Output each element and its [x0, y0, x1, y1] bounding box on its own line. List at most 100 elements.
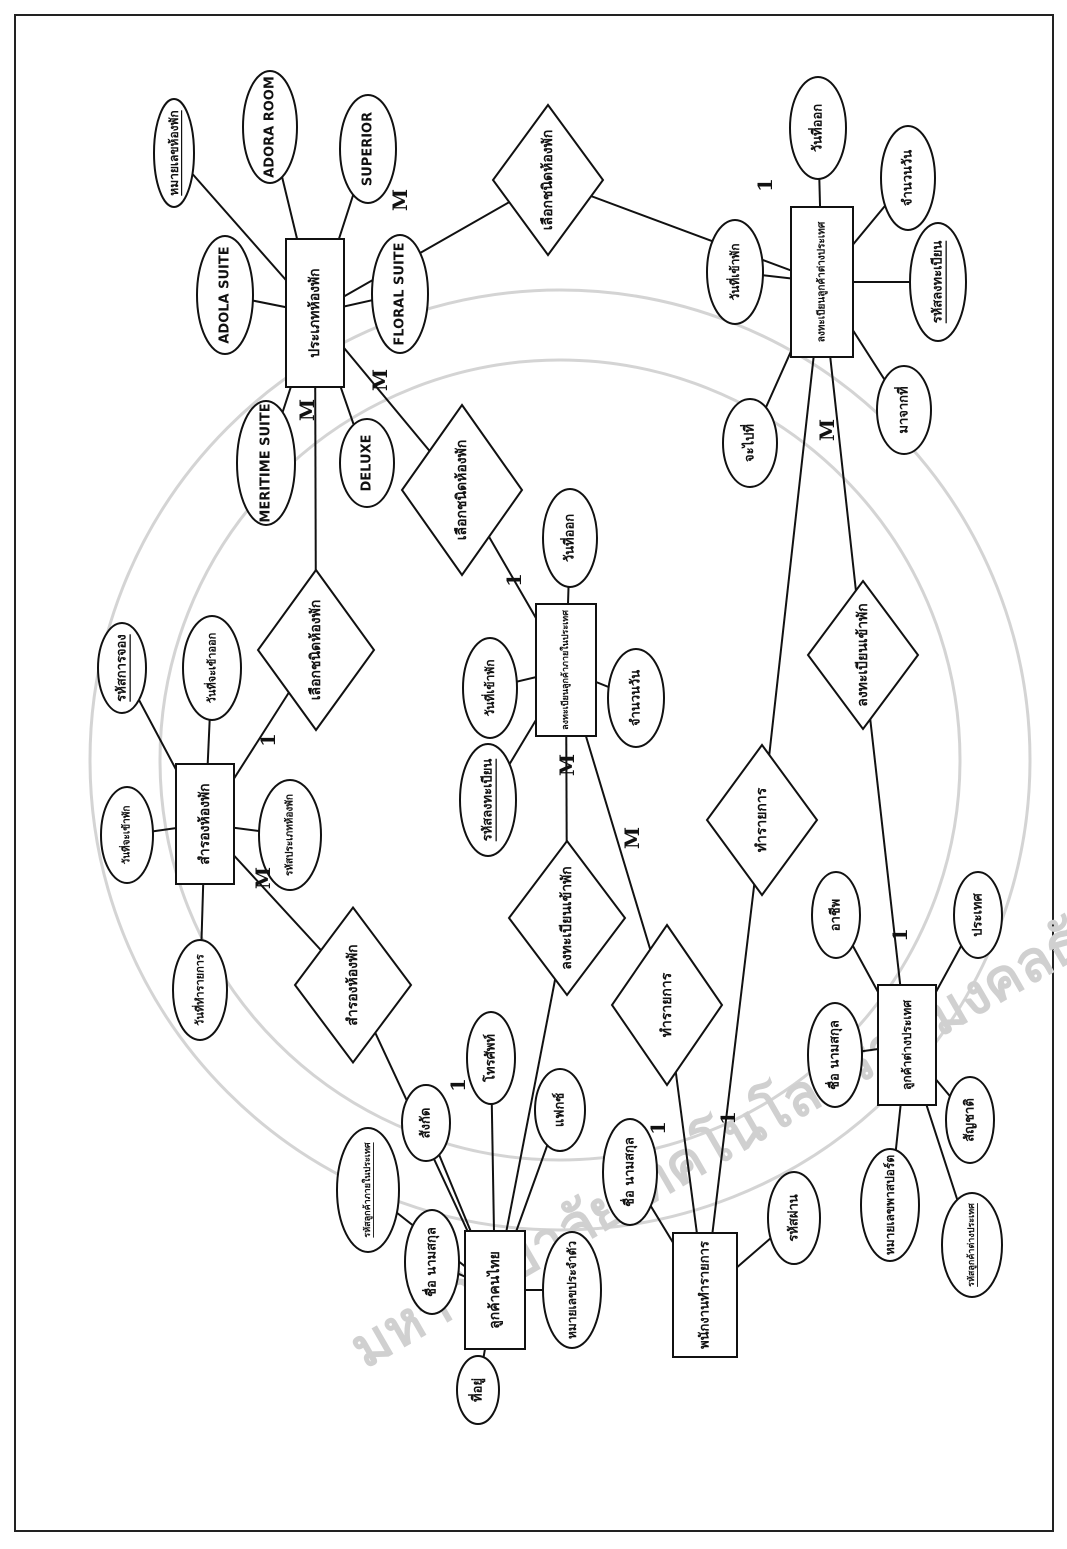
- relationship-reserve-rel: สำรองห้องพัก: [295, 908, 411, 1063]
- attribute-label: รหัสผ่าน: [787, 1194, 802, 1241]
- attribute-a-fr-0: วันที่ออก: [790, 77, 846, 179]
- attribute-label: รหัสลูกค้าต่างประเทศ: [966, 1203, 977, 1287]
- relationship-label: ทำรายการ: [754, 787, 770, 852]
- cardinality-label: 1: [646, 1121, 670, 1135]
- cardinality-label: M: [251, 867, 275, 889]
- attribute-label: รหัสลูกค้าภายในประเทศ: [361, 1142, 373, 1237]
- relationship-label: เลือกชนิดห้องพัก: [540, 130, 556, 231]
- attribute-label: จำนวนวัน: [900, 150, 916, 206]
- relationship-register-thai: ลงทะเบียนเข้าพัก: [509, 841, 625, 995]
- attribute-a-rt-1: ADORA ROOM: [243, 71, 297, 183]
- cardinality-label: M: [620, 827, 644, 849]
- entity-label: ประเภทห้องพัก: [307, 268, 323, 357]
- cardinality-label: 1: [888, 928, 912, 942]
- attribute-label: สังกัด: [419, 1108, 434, 1139]
- relationship-choose-room-mid: เลือกชนิดห้องพัก: [402, 405, 522, 575]
- connector-line: [762, 282, 822, 820]
- attribute-a-fc-4: หมายเลขพาสปอร์ต: [861, 1149, 919, 1261]
- entity-label: ลูกค้าคนไทย: [485, 1251, 503, 1329]
- attribute-a-tr-3: จำนวนวัน: [608, 649, 664, 747]
- attribute-a-rt-2: SUPERIOR: [340, 95, 396, 203]
- attribute-label: รหัสการจอง: [115, 634, 130, 701]
- attribute-label: วันที่เข้าพัก: [726, 243, 742, 300]
- attribute-a-tc-1: สังกัด: [402, 1085, 450, 1161]
- relationship-transact-upper: ทำรายการ: [707, 745, 817, 895]
- cardinality-label: 1: [502, 573, 526, 587]
- relationship-label: เลือกชนิดห้องพัก: [308, 600, 324, 701]
- attribute-a-tr-2: รหัสลงทะเบียน: [460, 744, 516, 856]
- attribute-a-tr-1: วันที่ออก: [543, 489, 597, 587]
- attribute-label: ชื่อ นามสกุล: [825, 1020, 843, 1090]
- relationship-transact-lower: ทำรายการ: [612, 925, 722, 1085]
- attribute-a-tc-6: แฟกซ์: [535, 1069, 585, 1151]
- entity-label: พนักงานทำรายการ: [697, 1241, 713, 1349]
- attribute-label: หมายเลขห้องพัก: [167, 110, 181, 195]
- relationship-choose-room-left: เลือกชนิดห้องพัก: [258, 570, 374, 730]
- attribute-a-fr-4: จะไปที่: [723, 399, 777, 487]
- attribute-a-tc-4: ที่อยู่: [457, 1356, 499, 1424]
- entity-reserve: สำรองห้องพัก: [176, 764, 234, 884]
- attribute-a-tc-5: หมายเลขประจำตัว: [543, 1232, 601, 1348]
- attribute-label: วันที่ออก: [808, 104, 826, 152]
- attribute-label: วันที่เข้าพัก: [481, 659, 497, 716]
- connector-line: [705, 820, 762, 1295]
- attribute-a-rt-4: FLORAL SUITE: [372, 235, 428, 353]
- attribute-a-fc-0: อาชีพ: [812, 872, 860, 958]
- entity-staff: พนักงานทำรายการ: [673, 1233, 737, 1357]
- relationship-label: เลือกชนิดห้องพัก: [454, 440, 470, 541]
- attribute-label: จำนวนวัน: [628, 670, 644, 726]
- attribute-label: ADOLA SUITE: [218, 246, 233, 343]
- cardinality-label: M: [388, 189, 412, 211]
- attribute-a-rs-2: วันที่จะเข้าพัก: [101, 787, 153, 883]
- attribute-a-fr-2: วันที่เข้าพัก: [707, 220, 763, 324]
- attribute-a-fc-5: รหัสลูกค้าต่างประเทศ: [942, 1193, 1002, 1297]
- attribute-label: วันที่ออก: [560, 514, 578, 562]
- attribute-a-fr-3: รหัสลงทะเบียน: [910, 223, 966, 341]
- attribute-a-tc-2: โทรศัพท์: [467, 1012, 515, 1104]
- cardinality-label: M: [555, 754, 579, 776]
- entity-foreign-reg: ลงทะเบียนลูกค้าต่างประเทศ: [791, 207, 853, 357]
- attribute-label: ชื่อ นามสกุล: [422, 1227, 440, 1297]
- attribute-a-fc-2: ชื่อ นามสกุล: [808, 1003, 862, 1107]
- relationship-label: ทำรายการ: [659, 972, 675, 1037]
- attribute-label: ชื่อ นามสกุล: [620, 1137, 638, 1207]
- attribute-label: รหัสประเภทห้องพัก: [284, 794, 296, 876]
- entity-room-type: ประเภทห้องพัก: [286, 239, 344, 387]
- attribute-a-rt-5: MERITIME SUITE: [237, 401, 295, 525]
- attribute-label: ประเทศ: [971, 893, 986, 937]
- entity-label: ลูกค้าต่างประเทศ: [900, 1000, 915, 1090]
- attribute-label: SUPERIOR: [361, 112, 376, 186]
- cardinality-label: M: [368, 369, 392, 391]
- entity-thai-customer: ลูกค้าคนไทย: [465, 1231, 525, 1349]
- attribute-label: รหัสลงทะเบียน: [480, 759, 496, 842]
- cardinality-label: 1: [256, 733, 280, 747]
- relationship-register-foreign: ลงทะเบียนเข้าพัก: [808, 581, 918, 729]
- attribute-label: รหัสลงทะเบียน: [930, 241, 946, 324]
- attribute-label: FLORAL SUITE: [393, 242, 408, 345]
- attribute-label: หมายเลขประจำตัว: [565, 1241, 579, 1339]
- attribute-label: วันที่จะเข้าพัก: [119, 806, 133, 865]
- attribute-label: โทรศัพท์: [482, 1034, 499, 1083]
- entity-foreign-customer: ลูกค้าต่างประเทศ: [878, 985, 936, 1105]
- attribute-a-rs-0: รหัสการจอง: [98, 623, 146, 713]
- attribute-label: จะไปที่: [740, 424, 758, 462]
- attribute-a-rt-0: หมายเลขห้องพัก: [154, 99, 194, 207]
- relationship-label: ลงทะเบียนเข้าพัก: [855, 603, 871, 707]
- entity-label: ลงทะเบียนลูกค้าภายในประเทศ: [559, 610, 571, 730]
- attribute-a-fr-5: มาจากที่: [877, 366, 931, 454]
- attribute-label: วันที่ทำรายการ: [192, 954, 207, 1026]
- attribute-label: แฟกซ์: [552, 1093, 568, 1127]
- attribute-label: MERITIME SUITE: [259, 403, 274, 522]
- entity-label: ลงทะเบียนลูกค้าต่างประเทศ: [816, 221, 829, 342]
- attribute-a-tc-3: ชื่อ นามสกุล: [405, 1210, 459, 1314]
- attribute-a-rt-3: ADOLA SUITE: [197, 236, 253, 354]
- attribute-label: หมายเลขพาสปอร์ต: [883, 1155, 897, 1255]
- relationship-choose-room-top: เลือกชนิดห้องพัก: [493, 105, 603, 255]
- attribute-a-fr-1: จำนวนวัน: [881, 126, 935, 230]
- attribute-label: สัญชาติ: [963, 1098, 978, 1142]
- attribute-a-rs-4: วันที่ทำรายการ: [173, 940, 227, 1040]
- attribute-label: วันที่จะเข้าออก: [204, 632, 219, 703]
- attribute-a-rt-6: DELUXE: [340, 419, 394, 507]
- entity-label: สำรองห้องพัก: [197, 783, 213, 864]
- relationship-label: ลงทะเบียนเข้าพัก: [559, 866, 575, 970]
